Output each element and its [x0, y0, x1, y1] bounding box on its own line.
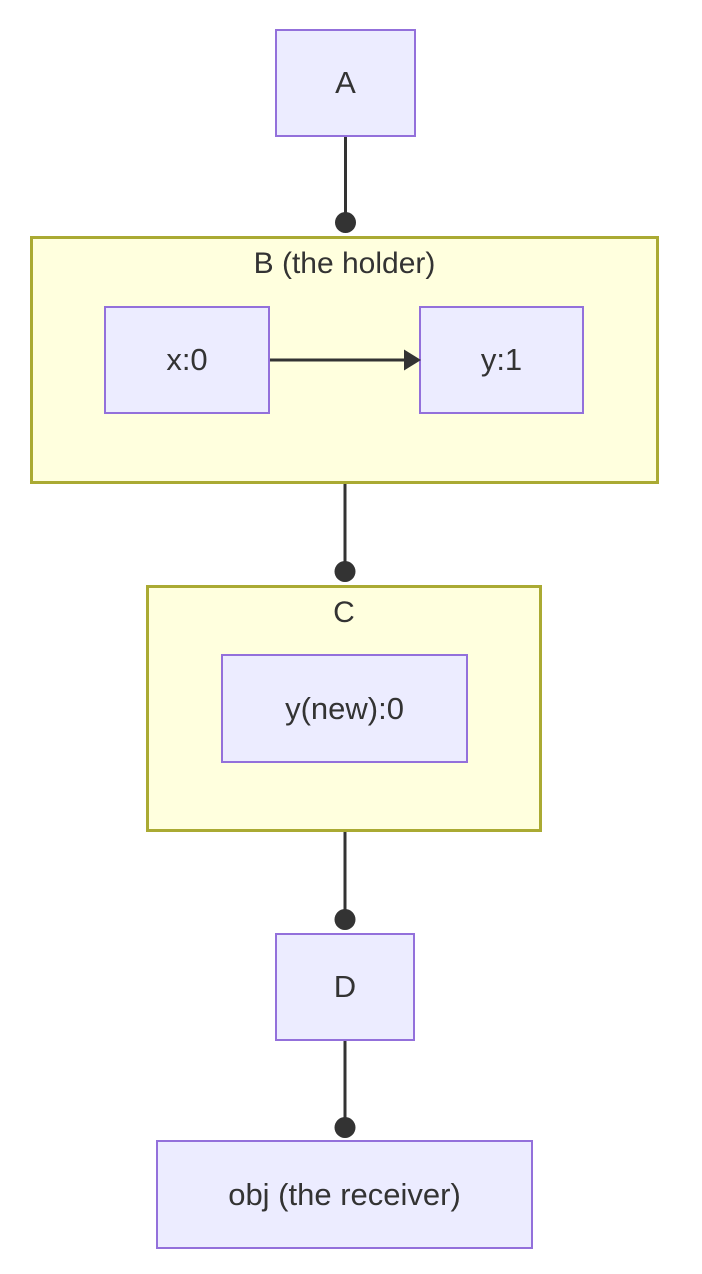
node-y-new-label: y(new):0: [285, 690, 404, 726]
edge-a-to-b-circle-end: [335, 212, 356, 233]
subgraph-b-title: B (the holder): [253, 247, 436, 280]
edge-d-to-obj-circle-end: [334, 1117, 356, 1138]
edge-b-to-c-circle-end: [334, 561, 356, 582]
node-a-label: A: [335, 65, 356, 100]
subgraph-c-title: C: [333, 596, 355, 629]
node-x0: x:0: [104, 306, 270, 414]
edge-c-to-d-circle-end: [334, 909, 356, 930]
node-y1: y:1: [419, 306, 584, 414]
node-d-label: D: [333, 969, 357, 1004]
node-a: A: [275, 29, 416, 137]
node-x0-label: x:0: [166, 342, 208, 377]
node-y-new: y(new):0: [221, 654, 468, 763]
node-obj-receiver-label: obj (the receiver): [228, 1176, 461, 1212]
node-y1-label: y:1: [480, 342, 523, 377]
node-obj-receiver: obj (the receiver): [156, 1140, 533, 1249]
node-d: D: [275, 933, 415, 1041]
